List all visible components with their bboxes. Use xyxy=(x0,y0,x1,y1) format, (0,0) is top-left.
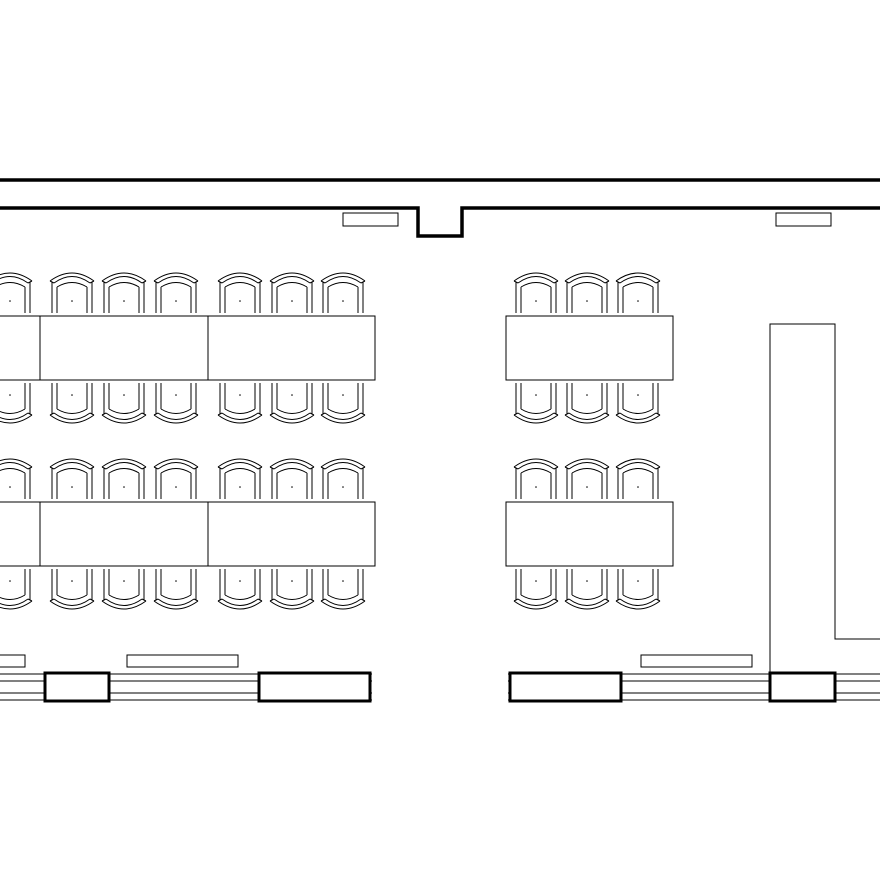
chair xyxy=(153,272,199,313)
table-left-lower-3 xyxy=(207,501,376,567)
chair xyxy=(49,383,95,424)
wall-vent-bottom-1 xyxy=(0,654,26,668)
top-wall xyxy=(0,178,880,238)
chair xyxy=(564,458,610,499)
chair xyxy=(269,272,315,313)
table-left-upper-1 xyxy=(0,315,41,381)
bottom-wall xyxy=(0,673,880,701)
chair xyxy=(49,569,95,610)
chair xyxy=(320,383,366,424)
chair xyxy=(615,272,661,313)
chair xyxy=(101,569,147,610)
window-1 xyxy=(43,671,111,703)
chair xyxy=(101,272,147,313)
chair xyxy=(101,458,147,499)
chair xyxy=(101,383,147,424)
chair xyxy=(513,383,559,424)
window-3 xyxy=(508,671,623,703)
wall-vent-bottom-3 xyxy=(640,654,753,668)
chair xyxy=(615,569,661,610)
chair xyxy=(320,569,366,610)
chair xyxy=(217,569,263,610)
chair xyxy=(564,383,610,424)
wall-vent-top-right xyxy=(775,212,832,227)
window-2 xyxy=(257,671,372,703)
chair xyxy=(153,383,199,424)
chair xyxy=(0,272,33,313)
chair xyxy=(217,383,263,424)
chair xyxy=(615,383,661,424)
chair xyxy=(269,383,315,424)
table-right-upper xyxy=(505,315,674,381)
chair xyxy=(564,569,610,610)
chair xyxy=(513,458,559,499)
chair xyxy=(615,458,661,499)
chair xyxy=(49,458,95,499)
chair xyxy=(217,458,263,499)
table-left-lower-2 xyxy=(39,501,209,567)
table-right-lower xyxy=(505,501,674,567)
chair xyxy=(49,272,95,313)
chair xyxy=(269,458,315,499)
counter xyxy=(769,323,880,700)
chair xyxy=(564,272,610,313)
chair xyxy=(153,458,199,499)
table-left-lower-1 xyxy=(0,501,41,567)
chair xyxy=(320,458,366,499)
chair xyxy=(217,272,263,313)
window-4 xyxy=(768,671,837,703)
chair xyxy=(513,569,559,610)
wall-vent-bottom-2 xyxy=(126,654,239,668)
table-left-upper-3 xyxy=(207,315,376,381)
table-left-upper-2 xyxy=(39,315,209,381)
chair xyxy=(0,383,33,424)
chair xyxy=(0,458,33,499)
wall-vent-top-left xyxy=(342,212,399,227)
chair xyxy=(513,272,559,313)
chair xyxy=(320,272,366,313)
chair xyxy=(269,569,315,610)
tables xyxy=(0,315,674,567)
chair xyxy=(153,569,199,610)
chair xyxy=(0,569,33,610)
chairs xyxy=(0,272,661,610)
